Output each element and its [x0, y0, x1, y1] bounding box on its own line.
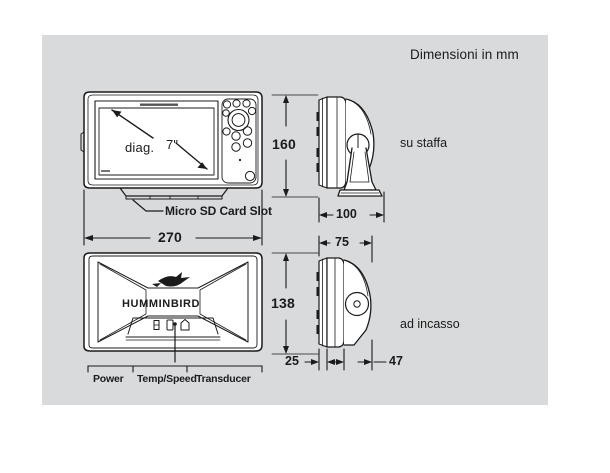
micro-sd-callout: Micro SD Card Slot	[165, 204, 272, 218]
dimension-label-270: 270	[158, 229, 182, 245]
dimension-label-25: 25	[285, 354, 299, 368]
drawing-panel-background	[42, 35, 548, 405]
brand-logo-text: HUMMINBIRD	[122, 298, 201, 310]
dimension-label-160: 160	[272, 136, 296, 152]
mount-label-flush: ad incasso	[400, 317, 460, 331]
header-note: Dimensioni in mm	[410, 47, 519, 62]
dimension-label-47: 47	[389, 354, 403, 368]
screen-diagonal-note: diag.	[125, 140, 155, 155]
screen-diagonal-value: 7"	[166, 137, 179, 152]
port-label-temp-speed: Temp/Speed	[137, 373, 197, 385]
dimension-label-138: 138	[271, 295, 295, 311]
dimension-label-75: 75	[335, 235, 349, 249]
dimension-label-100: 100	[336, 207, 357, 221]
port-label-transducer: Transducer	[196, 373, 251, 385]
mount-label-bracket: su staffa	[400, 136, 448, 150]
port-label-power: Power	[93, 373, 124, 385]
